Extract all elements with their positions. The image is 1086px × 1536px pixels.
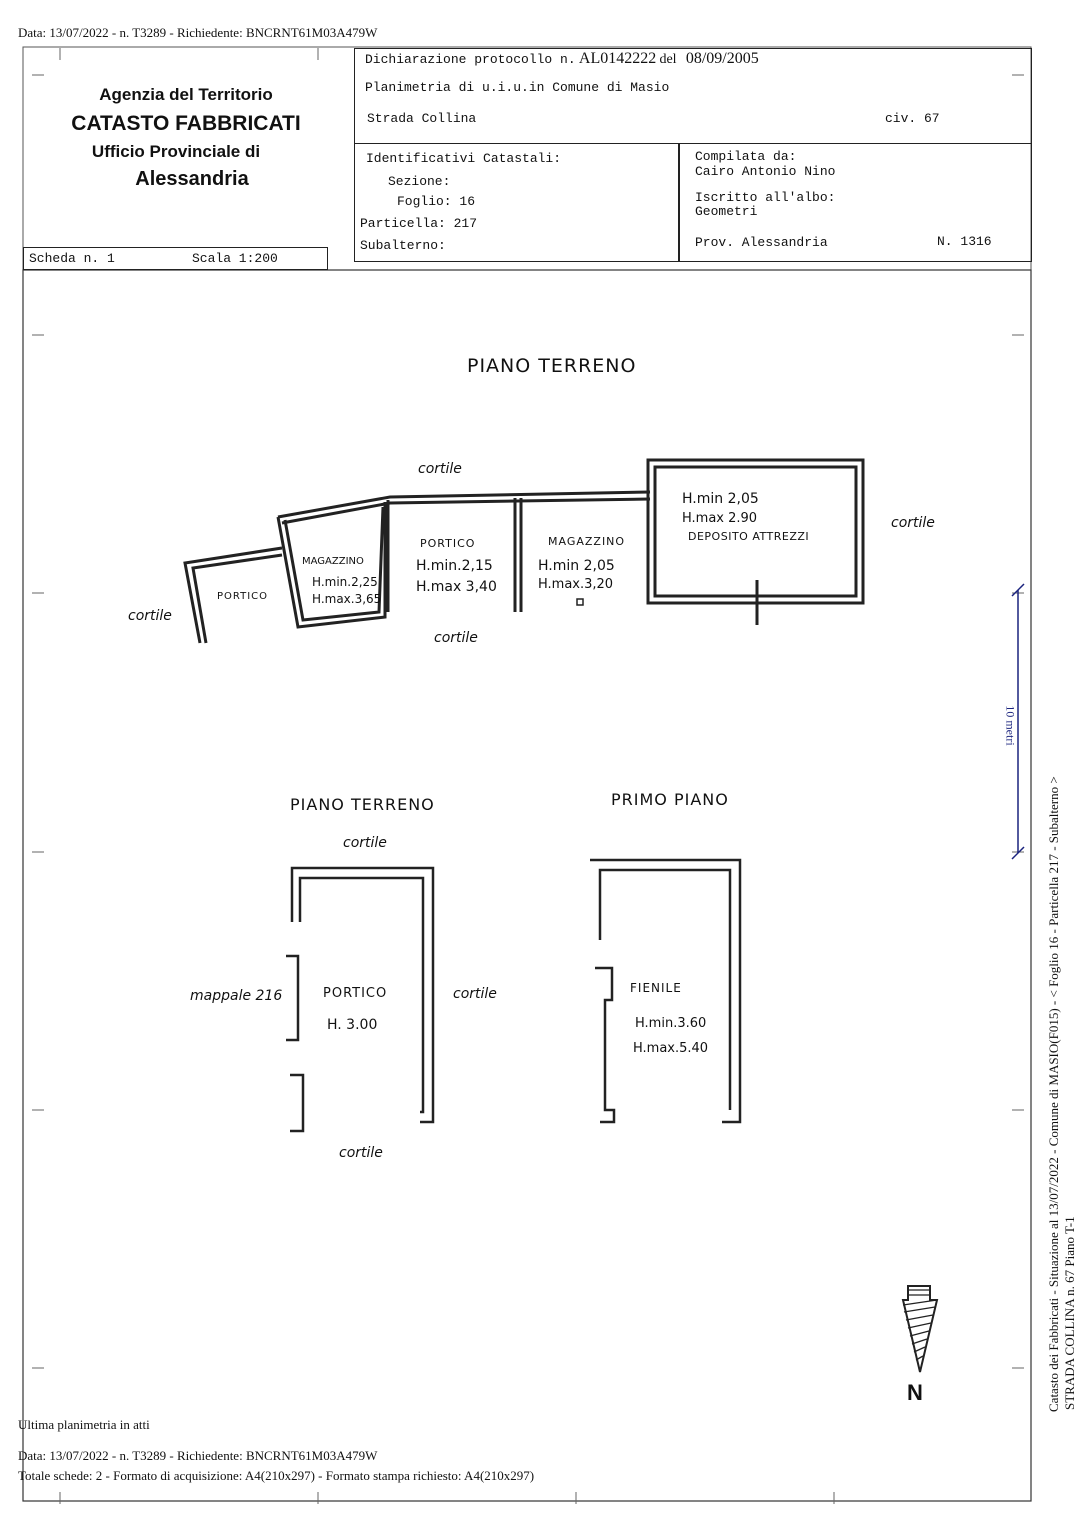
particella-label: Particella: 217: [360, 216, 478, 231]
plan2-title: PIANO TERRENO: [290, 795, 435, 814]
catasto-title: CATASTO FABBRICATI: [71, 112, 301, 135]
plan2-mappale: mappale 216: [190, 988, 283, 1004]
albo-value: Geometri: [695, 204, 758, 219]
magazzino2-hmax: H.max.3,20: [538, 577, 614, 592]
plan1-cortile-bottom: cortile: [434, 630, 478, 646]
province-label: Prov. Alessandria: [695, 235, 828, 250]
magazzino2-name: MAGAZZINO: [548, 535, 626, 548]
protocol-date: 08/09/2005: [685, 50, 759, 67]
compiler-name: Cairo Antonio Nino: [695, 164, 836, 179]
scheda-box: [23, 247, 328, 270]
scale-bar: [1011, 583, 1025, 860]
registration-number: N. 1316: [937, 234, 992, 249]
plan1-marks: [576, 598, 584, 606]
iscritto-label: Iscritto all'albo:: [695, 190, 836, 205]
plan1-cortile-top: cortile: [418, 461, 462, 477]
plan1-title: PIANO TERRENO: [467, 355, 637, 377]
protocol-number: AL0142222: [578, 50, 657, 67]
plan2-cortile-top: cortile: [343, 835, 387, 851]
foglio-label: Foglio: 16: [397, 194, 476, 209]
protocol-label: Dichiarazione protocollo n.: [365, 52, 576, 67]
plan3-title: PRIMO PIANO: [611, 790, 729, 809]
magazzino1-name: MAGAZZINO: [302, 556, 364, 567]
plan1-cortile-right: cortile: [891, 515, 935, 531]
magazzino1-hmax: H.max.3,65: [312, 592, 382, 606]
plan1-walls: [183, 458, 865, 644]
office-city: Alessandria: [135, 168, 249, 190]
portico-name: PORTICO: [420, 537, 476, 550]
north-arrow: [901, 1285, 939, 1373]
plan3-hmin: H.min.3.60: [635, 1016, 707, 1031]
deposito-hmax: H.max 2.90: [682, 511, 758, 526]
ident-divider: [678, 143, 680, 262]
planimetria-line: Planimetria di u.i.u.in Comune di Masio: [365, 80, 670, 95]
scale-label: Scala 1:200: [192, 251, 278, 266]
ident-title: Identificativi Catastali:: [366, 151, 562, 166]
plan2-height: H. 3.00: [327, 1017, 378, 1033]
portico-small-label: PORTICO: [217, 591, 269, 602]
deposito-name: DEPOSITO ATTREZZI: [688, 530, 810, 543]
plan3-room: FIENILE: [630, 981, 682, 995]
portico-hmin: H.min.2,15: [416, 558, 493, 574]
plan1-cortile-left: cortile: [128, 608, 172, 624]
top-request-line: Data: 13/07/2022 - n. T3289 - Richiedent…: [18, 25, 378, 40]
magazzino2-hmin: H.min 2,05: [538, 558, 615, 574]
plan2-walls: [286, 866, 435, 1133]
footer-ultima: Ultima planimetria in atti: [18, 1417, 150, 1432]
portico-hmax: H.max 3,40: [416, 579, 497, 595]
ufficio-label: Ufficio Provinciale di: [91, 142, 261, 161]
deposito-hmin: H.min 2,05: [682, 491, 759, 507]
del-label: del: [659, 52, 677, 67]
side-situation-text: Catasto dei Fabbricati - Situazione al 1…: [1046, 776, 1061, 1412]
civic-number: civ. 67: [885, 111, 940, 126]
plan2-cortile-right: cortile: [453, 986, 497, 1002]
plan3-walls: [590, 858, 742, 1124]
compilata-label: Compilata da:: [695, 149, 797, 164]
sezione-label: Sezione:: [388, 174, 451, 189]
plan3-hmax: H.max.5.40: [633, 1041, 709, 1056]
scale-bar-label: 10 metri: [1003, 705, 1018, 746]
north-letter: N: [907, 1380, 923, 1405]
plan2-room: PORTICO: [323, 986, 388, 1001]
footer-request-line: Data: 13/07/2022 - n. T3289 - Richiedent…: [18, 1448, 378, 1463]
magazzino1-hmin: H.min.2,25: [312, 575, 378, 589]
subalterno-label: Subalterno:: [360, 238, 446, 253]
scheda-number: Scheda n. 1: [29, 251, 115, 266]
ident-box: [354, 143, 1032, 262]
drawing-frame: [22, 269, 1032, 1502]
agency-name: Agenzia del Territorio: [99, 85, 273, 104]
side-address-text: STRADA COLLINA n. 67 Piano T-1: [1062, 1216, 1077, 1410]
protocol-line: Dichiarazione protocollo n. AL0142222 de…: [365, 50, 759, 68]
footer-format-line: Totale schede: 2 - Formato di acquisizio…: [18, 1468, 535, 1483]
plan2-cortile-bottom: cortile: [339, 1145, 383, 1161]
street-name: Strada Collina: [367, 111, 477, 126]
